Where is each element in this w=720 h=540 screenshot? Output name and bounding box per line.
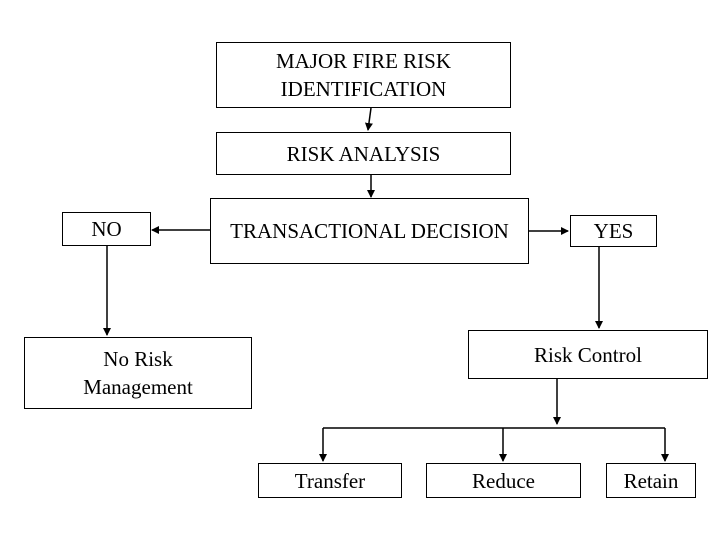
node-yes-label: YES bbox=[593, 219, 634, 243]
node-risk-analysis: RISK ANALYSIS bbox=[216, 132, 511, 175]
edge-identification-to-analysis bbox=[364, 107, 373, 131]
node-retain: Retain bbox=[606, 463, 696, 498]
node-risk-control: Risk Control bbox=[468, 330, 708, 379]
node-no: NO bbox=[62, 212, 151, 246]
node-identification: MAJOR FIRE RISK IDENTIFICATION bbox=[216, 42, 511, 108]
node-reduce: Reduce bbox=[426, 463, 581, 498]
node-transactional-decision: TRANSACTIONAL DECISION bbox=[210, 198, 529, 264]
node-risk-control-label: Risk Control bbox=[534, 342, 642, 367]
node-risk-analysis-label: RISK ANALYSIS bbox=[286, 141, 441, 166]
node-retain-label: Retain bbox=[623, 468, 679, 493]
node-yes: YES bbox=[570, 215, 657, 247]
node-transfer-label: Transfer bbox=[294, 468, 366, 493]
node-identification-label: MAJOR FIRE RISK IDENTIFICATION bbox=[275, 49, 452, 101]
node-transfer: Transfer bbox=[258, 463, 402, 498]
node-no-risk-management: No Risk Management bbox=[24, 337, 252, 409]
node-reduce-label: Reduce bbox=[472, 468, 535, 493]
node-transactional-decision-label: TRANSACTIONAL DECISION bbox=[230, 219, 509, 243]
node-no-label: NO bbox=[91, 217, 122, 241]
node-no-risk-management-label: No Risk Management bbox=[83, 347, 193, 399]
